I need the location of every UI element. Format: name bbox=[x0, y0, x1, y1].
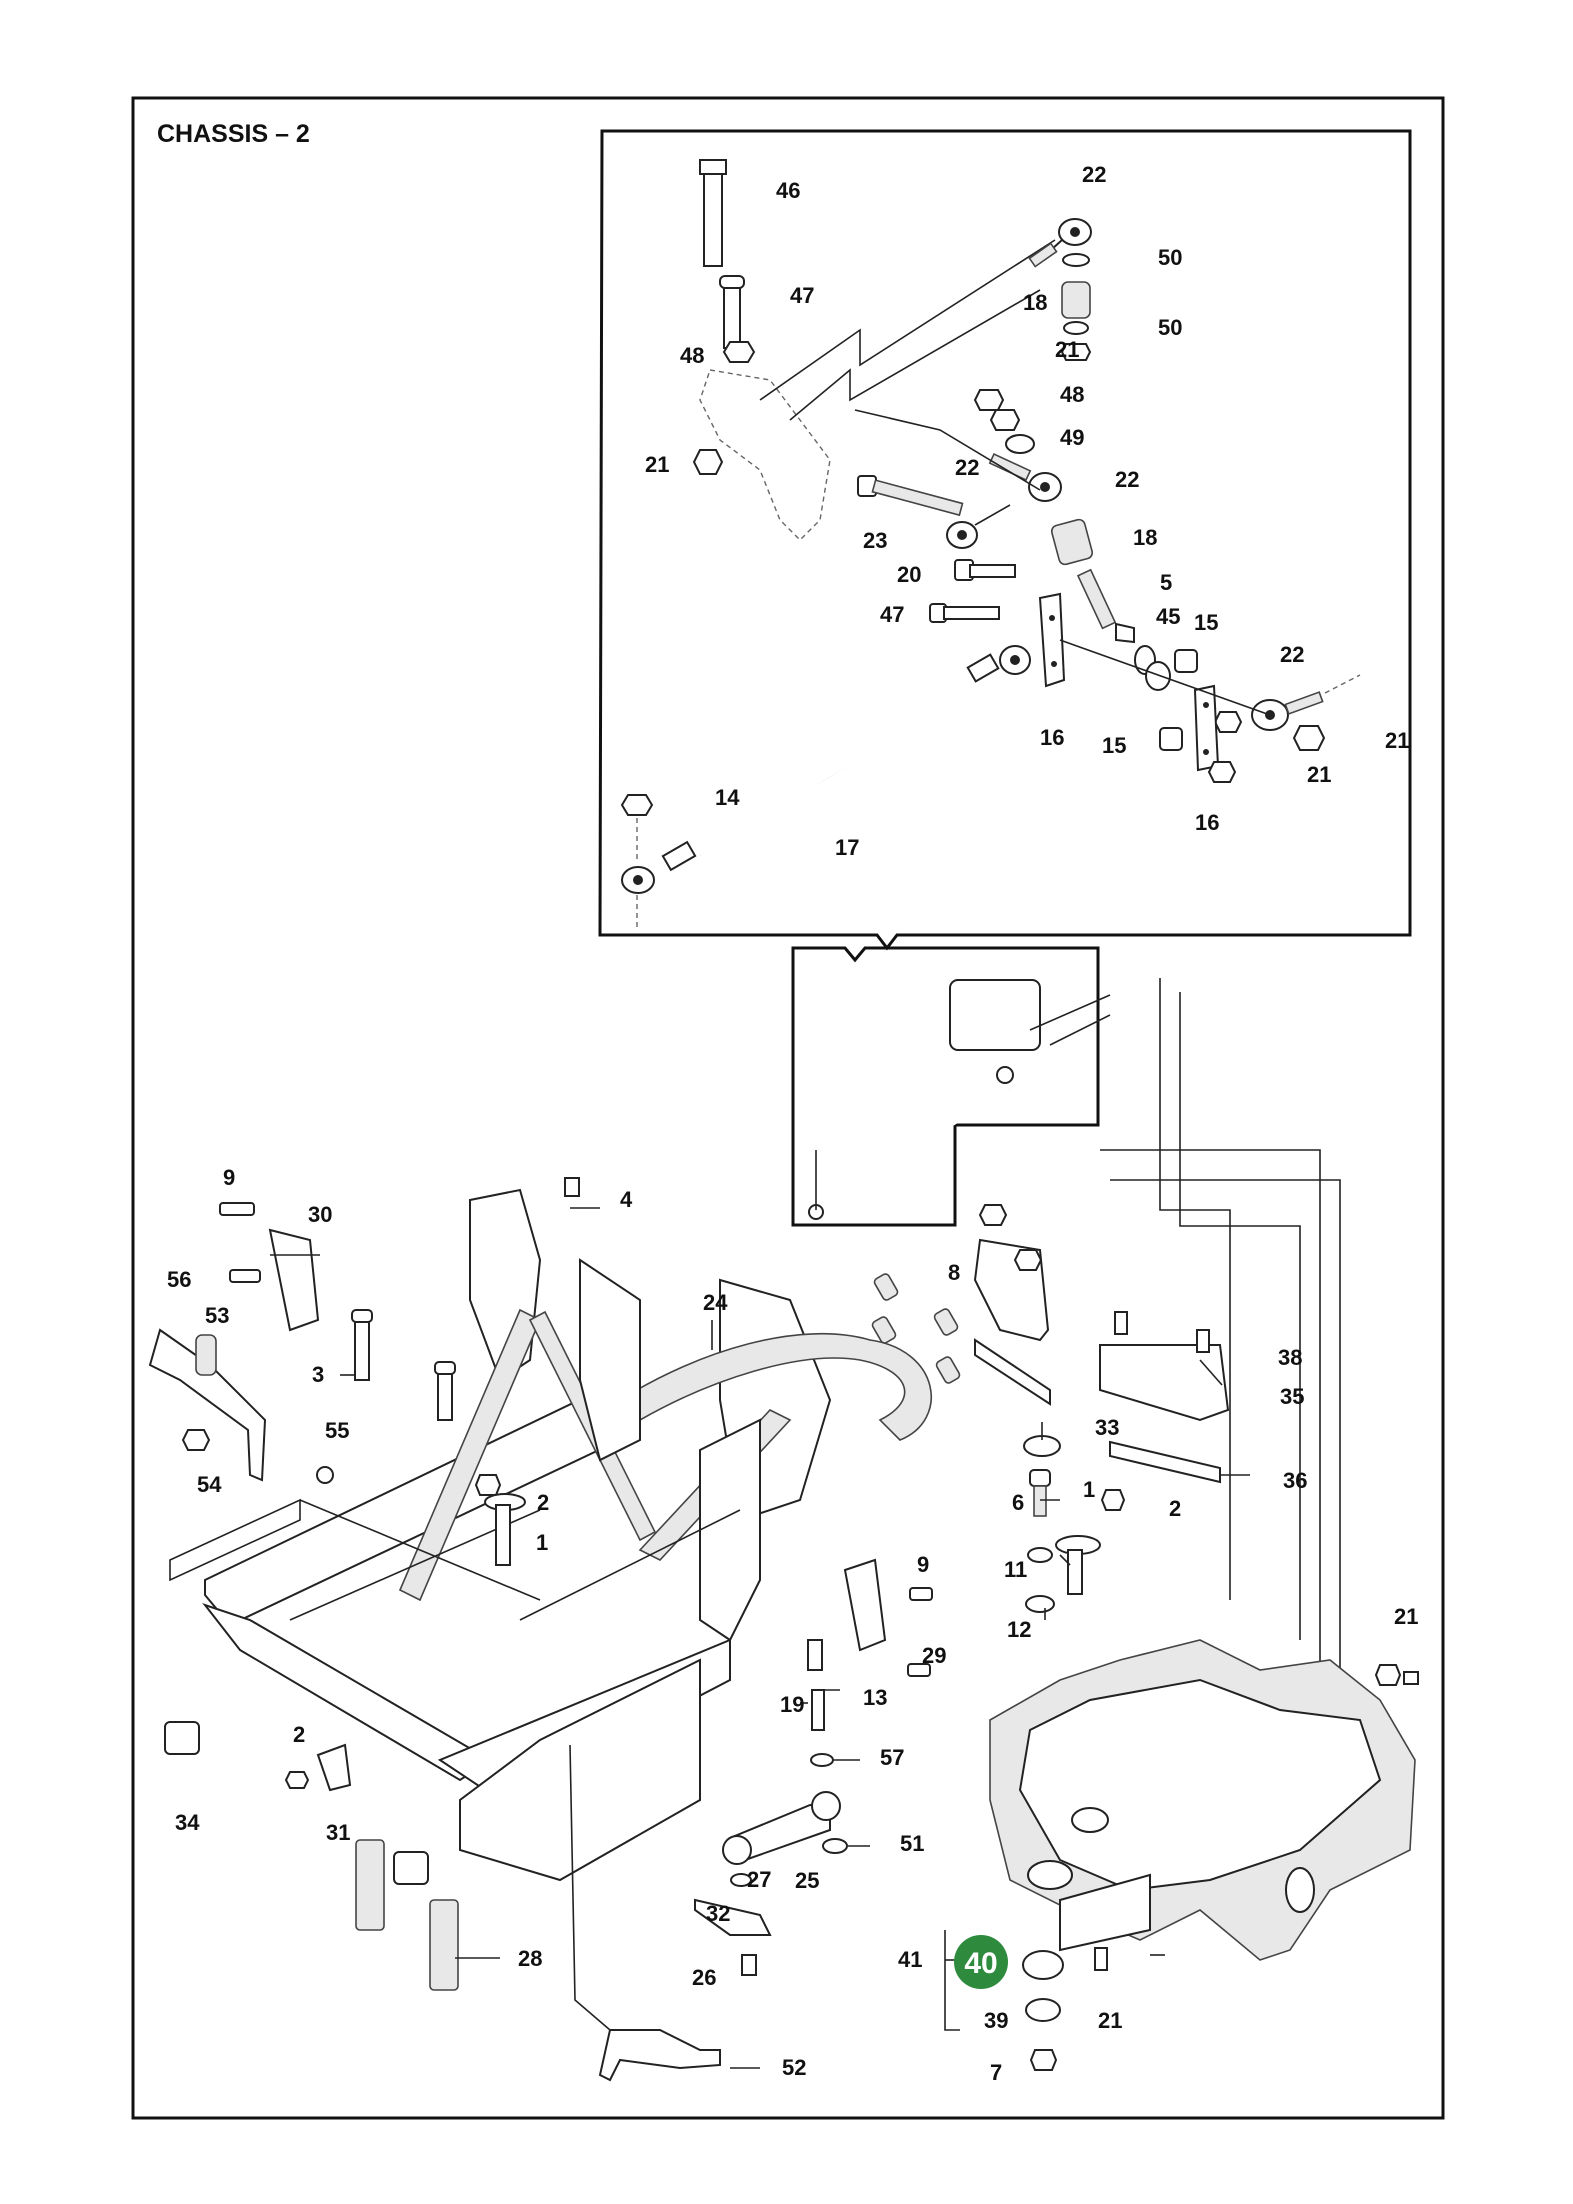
part-label: 55 bbox=[325, 1418, 349, 1443]
inset-part-label: 15 bbox=[1194, 610, 1218, 635]
inset-part-label: 47 bbox=[790, 283, 814, 308]
inset-part-label: 48 bbox=[680, 343, 704, 368]
part-label: 39 bbox=[984, 2008, 1008, 2033]
inset-part-label: 14 bbox=[715, 785, 740, 810]
part-label: 57 bbox=[880, 1745, 904, 1770]
inset-part-label: 21 bbox=[1307, 762, 1331, 787]
page-title: CHASSIS – 2 bbox=[157, 120, 310, 148]
part-label: 6 bbox=[1012, 1490, 1024, 1515]
part-label: 35 bbox=[1280, 1384, 1304, 1409]
part-label: 52 bbox=[782, 2055, 806, 2080]
inset-part-label: 49 bbox=[1060, 425, 1084, 450]
part-label: 31 bbox=[326, 1820, 350, 1845]
inset-part-label: 20 bbox=[897, 562, 921, 587]
inset-part-label: 18 bbox=[1023, 290, 1047, 315]
inset-part-label: 22 bbox=[1115, 467, 1139, 492]
part-label: 3 bbox=[312, 1362, 324, 1387]
inset-part-label: 48 bbox=[1060, 382, 1084, 407]
part-label: 9 bbox=[917, 1552, 929, 1577]
outer-frame bbox=[131, 96, 1445, 2120]
inset-part-label: 21 bbox=[645, 452, 669, 477]
highlight-label: 40 bbox=[964, 1947, 997, 1980]
part-label: 1 bbox=[1083, 1477, 1095, 1502]
inset-part-label: 5 bbox=[1160, 570, 1172, 595]
inset-labels: 46 47 48 21 22 50 18 50 21 48 49 22 22 23 18 20 5 47 45 15 2… bbox=[645, 162, 1409, 860]
inset-part-label: 50 bbox=[1158, 245, 1182, 270]
leader-steps bbox=[1100, 978, 1341, 1790]
part-label: 32 bbox=[706, 1901, 730, 1926]
inset-part-label: 21 bbox=[1055, 337, 1079, 362]
part-label: 26 bbox=[692, 1965, 716, 1990]
inset-part-label: 22 bbox=[1082, 162, 1106, 187]
part-label: 2 bbox=[1169, 1496, 1181, 1521]
part-label: 11 bbox=[1004, 1557, 1027, 1582]
part-label: 19 bbox=[780, 1692, 804, 1717]
inset-part-label: 45 bbox=[1156, 604, 1180, 629]
part-label: 21 bbox=[1098, 2008, 1122, 2033]
part-label: 2 bbox=[537, 1490, 549, 1515]
part-label: 51 bbox=[900, 1831, 924, 1856]
inset-frame bbox=[598, 129, 1412, 951]
part-label: 36 bbox=[1283, 1468, 1307, 1493]
part-label: 38 bbox=[1278, 1345, 1302, 1370]
inset-part-label: 15 bbox=[1102, 733, 1126, 758]
inset-part-label: 22 bbox=[955, 455, 979, 480]
part-label: 25 bbox=[795, 1868, 819, 1893]
part-label: 2 bbox=[293, 1722, 305, 1747]
part-label: 53 bbox=[205, 1303, 229, 1328]
part-label: 13 bbox=[863, 1685, 887, 1710]
inset-part-label: 17 bbox=[835, 835, 859, 860]
inset-part-label: 18 bbox=[1133, 525, 1157, 550]
part-label: 1 bbox=[536, 1530, 548, 1555]
deck-housing bbox=[989, 1639, 1416, 1961]
part-label: 30 bbox=[308, 1202, 332, 1227]
part-label: 12 bbox=[1007, 1617, 1031, 1642]
part-label: 24 bbox=[703, 1290, 728, 1315]
right-small-parts bbox=[694, 1204, 1419, 2071]
inset-part-label: 16 bbox=[1195, 810, 1219, 835]
part-label: 7 bbox=[990, 2060, 1002, 2085]
part-label: 34 bbox=[175, 1810, 200, 1835]
part-label: 28 bbox=[518, 1946, 542, 1971]
main-labels: 9304565324833835555423336161211912291319… bbox=[167, 1165, 1418, 2085]
part-label: 56 bbox=[167, 1267, 191, 1292]
part-label: 4 bbox=[620, 1187, 633, 1212]
inset-parts bbox=[620, 159, 1361, 930]
inset-connector-frame bbox=[791, 946, 1100, 1227]
highlight-badge bbox=[954, 1935, 1008, 1989]
inset-part-label: 23 bbox=[863, 528, 887, 553]
part-label: 41 bbox=[898, 1947, 922, 1972]
inset-part-label: 16 bbox=[1040, 725, 1064, 750]
part-label: 54 bbox=[197, 1472, 222, 1497]
leader-lines bbox=[270, 1207, 1250, 2069]
connector-preview bbox=[808, 979, 1111, 1220]
part-label: 8 bbox=[948, 1260, 960, 1285]
part-label: 33 bbox=[1095, 1415, 1119, 1440]
part-label: 27 bbox=[747, 1867, 771, 1892]
inset-part-label: 50 bbox=[1158, 315, 1182, 340]
inset-part-label: 21 bbox=[1385, 728, 1409, 753]
part-label: 9 bbox=[223, 1165, 235, 1190]
inset-part-label: 22 bbox=[1280, 642, 1304, 667]
part-label: 21 bbox=[1394, 1604, 1418, 1629]
part-label: 29 bbox=[922, 1643, 946, 1668]
main-chassis bbox=[169, 1188, 933, 1882]
inset-part-label: 47 bbox=[880, 602, 904, 627]
inset-part-label: 46 bbox=[776, 178, 800, 203]
